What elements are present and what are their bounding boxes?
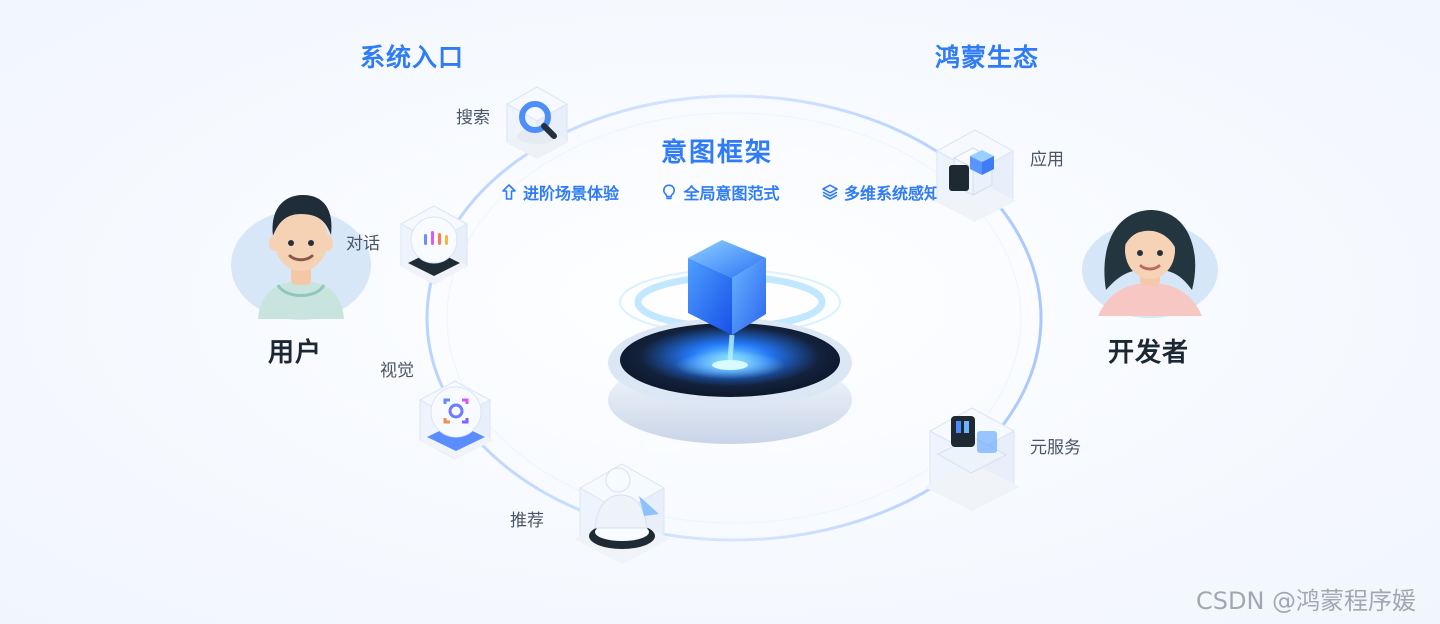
feature-item: 多维系统感知 [821, 180, 940, 204]
service-card-icon [924, 407, 1020, 511]
developer-avatar [1078, 200, 1220, 318]
entry-label-search: 搜索 [456, 108, 490, 128]
feature-label: 进阶场景体验 [523, 184, 620, 203]
chat-icon [399, 205, 469, 285]
user-avatar [230, 187, 372, 320]
framework-core [580, 220, 880, 450]
developer-label: 开发者 [1108, 338, 1190, 368]
vision-node [406, 373, 506, 463]
ecosystem-title: 鸿蒙生态 [935, 43, 1040, 72]
lightbulb-icon [663, 184, 676, 200]
entry-label-vision: 视觉 [380, 361, 414, 381]
search-node [496, 80, 578, 162]
feature-item: 全局意图范式 [660, 180, 780, 204]
recommend-node [560, 448, 684, 566]
framework-title: 意图框架 [660, 138, 773, 168]
feature-list: 进阶场景体验 全局意图范式 多维系统感知 [500, 180, 940, 204]
feature-label: 全局意图范式 [683, 184, 780, 203]
app-icon [934, 129, 1016, 222]
entry-label-recommend: 推荐 [510, 511, 544, 531]
layers-icon [822, 184, 838, 200]
user-label: 用户 [268, 338, 323, 368]
recommend-icon [574, 463, 670, 564]
entry-label-chat: 对话 [346, 234, 380, 254]
chat-node [389, 198, 479, 288]
arrow-up-icon [502, 184, 516, 200]
service-node [910, 392, 1034, 516]
scan-icon [418, 380, 494, 460]
feature-label: 多维系统感知 [843, 184, 940, 203]
eco-label-service: 元服务 [1030, 438, 1081, 458]
system-entry-title: 系统入口 [360, 43, 465, 72]
eco-label-app: 应用 [1030, 150, 1064, 170]
watermark: CSDN @鸿蒙程序媛 [1196, 587, 1417, 615]
app-node [920, 117, 1030, 227]
feature-item: 进阶场景体验 [500, 180, 619, 204]
search-icon [505, 86, 569, 159]
